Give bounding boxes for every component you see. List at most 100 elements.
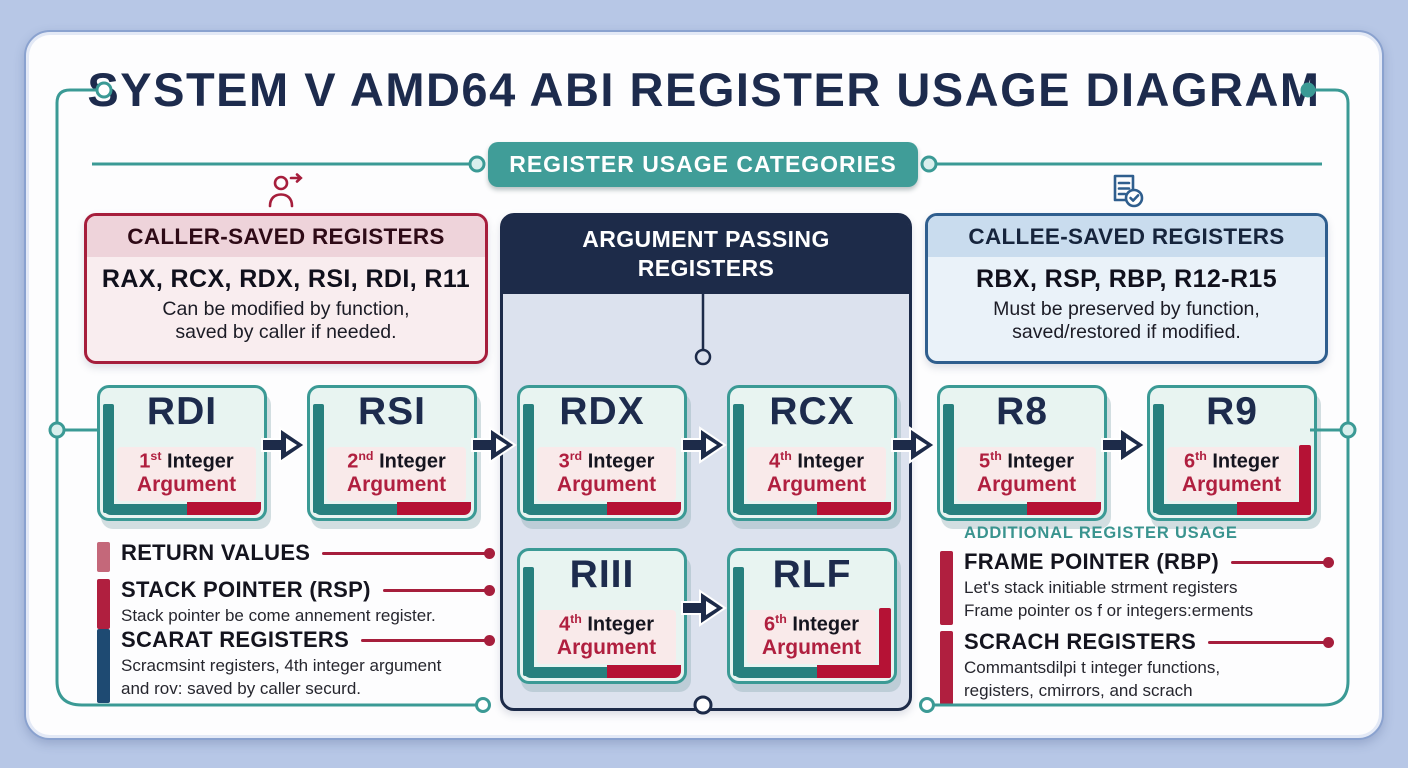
argument-type: Integer [167, 450, 234, 473]
block-arrow-icon [891, 424, 937, 471]
callee-saved-description: Must be preserved by function, saved/res… [993, 298, 1260, 343]
register-name: RDX [559, 390, 645, 433]
block-arrow-icon [471, 424, 517, 471]
block-arrow-icon [261, 424, 307, 471]
document-check-icon [1113, 174, 1144, 208]
argument-label: Argument [766, 472, 867, 496]
card-crimson-accent [187, 502, 261, 515]
legend-connector-line [382, 584, 496, 596]
block-arrow-icon [681, 587, 727, 634]
legend-title: SCARAT REGISTERS [121, 627, 350, 652]
card-teal-accent [523, 567, 534, 676]
ordinal-suffix: st [150, 449, 162, 463]
legend-connector-line [361, 634, 495, 646]
caller-saved-description: Can be modified by function, saved by ca… [162, 298, 410, 343]
card-teal-bottom-accent [1153, 504, 1239, 515]
legend-connector-line [1208, 636, 1334, 648]
legend-title: FRAME POINTER (RBP) [964, 549, 1220, 574]
legend-description: Stack pointer be come annement register. [121, 606, 436, 625]
ordinal: 1 [139, 450, 151, 473]
legend-connector-line [1231, 556, 1334, 568]
argument-type: Integer [792, 613, 860, 636]
card-crimson-right-accent [879, 608, 891, 678]
card-crimson-accent [397, 502, 471, 515]
register-name: RCX [769, 390, 855, 433]
additional-register-usage-heading: ADDITIONAL REGISTER USAGE [964, 524, 1238, 542]
caller-saved-title: CALLER-SAVED REGISTERS [87, 216, 485, 257]
card-crimson-accent [607, 502, 681, 515]
legend-description: Scracmsint registers, 4th integer argume… [121, 656, 442, 675]
legend-swatch [940, 631, 953, 705]
register-name: RIII [569, 553, 635, 596]
argument-label: Argument [136, 472, 237, 496]
card-crimson-accent [817, 502, 891, 515]
card-crimson-accent [607, 665, 681, 678]
ordinal: 5 [978, 450, 991, 473]
legend-description: Commantsdilpi t integer functions, [964, 658, 1221, 677]
register-name: RLF [772, 553, 852, 596]
argument-type: Integer [587, 613, 655, 636]
card-crimson-accent [817, 665, 891, 678]
card-teal-bottom-accent [313, 504, 399, 515]
card-teal-accent [103, 404, 114, 513]
card-teal-bottom-accent [733, 667, 819, 678]
legend-title: RETURN VALUES [121, 540, 311, 565]
card-crimson-right-accent [1299, 445, 1311, 515]
callee-saved-registers: RBX, RSP, RBP, R12-R15 [975, 265, 1278, 293]
register-name: RDI [146, 390, 218, 433]
legend-swatch [97, 542, 110, 572]
page-title: SYSTEM V AMD64 ABI REGISTER USAGE DIAGRA… [87, 63, 1321, 116]
card-teal-accent [943, 404, 954, 513]
ordinal-suffix: rd [569, 449, 583, 463]
ordinal: 4 [768, 450, 781, 473]
argument-label: Argument [761, 635, 862, 659]
card-teal-bottom-accent [103, 504, 189, 515]
ordinal-suffix: th [1195, 449, 1207, 463]
argument-type: Integer [797, 450, 865, 473]
legend-item-stack-pointer-rsp-: STACK POINTER (RSP) Stack pointer be come… [97, 577, 496, 629]
legend-swatch [97, 629, 110, 703]
legend-description: Let's stack initiable strment registers [964, 578, 1238, 597]
argument-label: Argument [556, 472, 657, 496]
legend-swatch [940, 551, 953, 625]
legend-swatch [97, 579, 110, 629]
callee-saved-title: CALLEE-SAVED REGISTERS [928, 216, 1325, 257]
ordinal: 6 [763, 613, 776, 636]
register-name: R9 [1206, 390, 1258, 433]
block-arrow-icon [1101, 424, 1147, 471]
argument-label: Argument [976, 472, 1077, 496]
caller-saved-registers: RAX, RCX, RDX, RSI, RDI, R11 [101, 265, 471, 293]
legend-description: registers, cmirrors, and scrach [964, 681, 1193, 701]
card-teal-accent [733, 567, 744, 676]
card-teal-accent [1153, 404, 1164, 513]
ordinal: 6 [1183, 450, 1196, 473]
legend-title: STACK POINTER (RSP) [121, 577, 371, 602]
ordinal: 2 [347, 450, 359, 473]
argument-type: Integer [587, 450, 655, 473]
card-teal-accent [523, 404, 534, 513]
ordinal-suffix: th [570, 612, 582, 626]
banner-register-usage-categories: REGISTER USAGE CATEGORIES [488, 142, 918, 187]
argument-label: Argument [346, 472, 447, 496]
register-name: R8 [996, 390, 1048, 433]
ordinal: 4 [558, 613, 571, 636]
ordinal-suffix: th [780, 449, 792, 463]
argument-type: Integer [1212, 450, 1280, 473]
argument-passing-title: ARGUMENT PASSING REGISTERS [503, 216, 909, 294]
register-name: RSI [357, 390, 426, 433]
card-crimson-accent [1027, 502, 1101, 515]
